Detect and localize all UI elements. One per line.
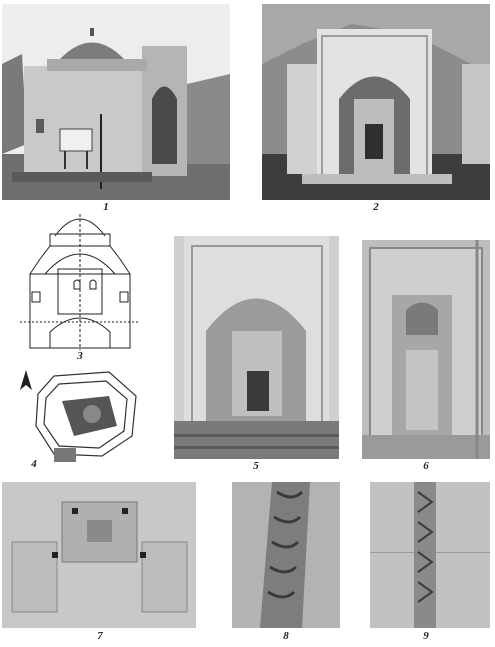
panel-3-number: 3: [77, 350, 83, 362]
panel-9-number: 9: [423, 630, 429, 642]
panel-4-number: 4: [31, 458, 37, 470]
panel-7-dome-interior-photo: [2, 482, 196, 628]
panel-5-portal-close-photo: [174, 236, 339, 459]
panel-2-number: 2: [373, 201, 379, 213]
panel-8-carved-column-photo: [232, 482, 340, 628]
panel-1-number: 1: [103, 201, 109, 213]
panel-8-number: 8: [283, 630, 289, 642]
panel-6-number: 6: [423, 460, 429, 472]
panel-2-portal-photo: [262, 4, 490, 200]
panel-6-niche-photo: [362, 240, 490, 459]
panel-1-exterior-photo: [2, 4, 230, 200]
panel-5-number: 5: [253, 460, 259, 472]
panel-9-carved-pilaster-photo: [370, 482, 490, 628]
panel-3-section-drawing: [20, 214, 140, 350]
panel-4-plan-drawing: [14, 366, 146, 464]
north-arrow-icon: [20, 370, 32, 390]
panel-7-number: 7: [97, 630, 103, 642]
